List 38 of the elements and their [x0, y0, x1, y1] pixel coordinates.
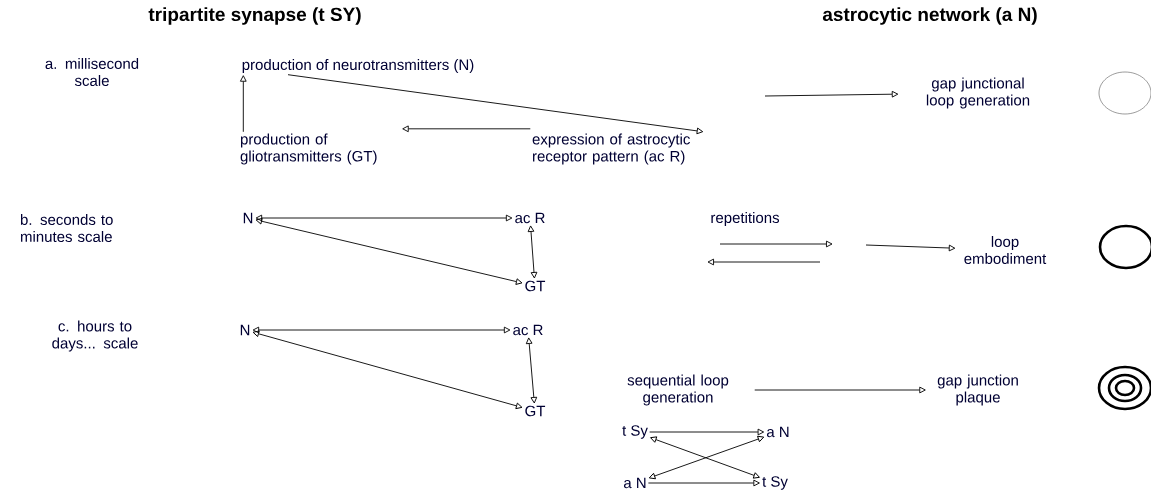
- node-text: sequential loop generation: [627, 374, 729, 406]
- row-label: c. hours to days... scale: [52, 320, 138, 352]
- arrow: [865, 244, 956, 252]
- arrow: [255, 214, 513, 222]
- arrow: [525, 337, 538, 404]
- node-text: N: [243, 212, 253, 224]
- arrow: [647, 479, 760, 487]
- node-text: loop embodiment: [964, 236, 1047, 264]
- arrow: [239, 75, 247, 133]
- concentric-circles-drawing: [1097, 365, 1151, 411]
- node-text: ac R: [513, 324, 543, 336]
- node-text: expression of astrocytic receptor pattern (ac R): [532, 133, 690, 165]
- row-label: b. seconds to minutes scale: [21, 214, 113, 242]
- heading: astrocytic network (a N): [822, 7, 1037, 25]
- row-label: a. millisecond scale: [45, 58, 139, 86]
- node-text: a N: [624, 477, 646, 489]
- node-text: GT: [525, 280, 546, 292]
- node-text: gap junctional loop generation: [926, 77, 1030, 109]
- arrow: [649, 428, 765, 436]
- heading: tripartite synapse (t SY): [148, 7, 361, 25]
- arrow: [287, 74, 704, 135]
- arrow: [764, 90, 899, 98]
- text-label: repetitions: [711, 212, 780, 226]
- node-text: GT: [525, 405, 546, 417]
- arrow: [754, 386, 926, 394]
- arrow: [527, 225, 538, 279]
- node-text: t Sy: [762, 476, 788, 490]
- node-text: ac R: [515, 212, 545, 224]
- node-text: production of neurotransmitters (N): [242, 59, 474, 73]
- arrow: [252, 330, 523, 410]
- arrow: [255, 217, 523, 285]
- node-text: gap junction plaque: [937, 374, 1018, 406]
- node-text: t Sy: [622, 425, 648, 439]
- arrow: [402, 125, 531, 133]
- node-text: a N: [767, 426, 789, 438]
- arrow: [252, 326, 511, 334]
- node-text: N: [240, 324, 250, 336]
- node-text: production of gliotransmitters (GT): [240, 133, 377, 165]
